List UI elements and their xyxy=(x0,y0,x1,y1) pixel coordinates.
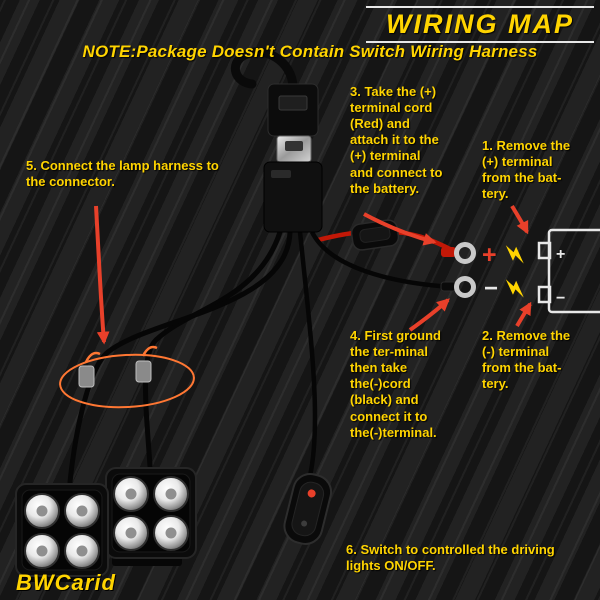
pointer-arrows xyxy=(94,204,532,345)
positive-wire xyxy=(317,230,355,243)
arrow-step4 xyxy=(408,298,450,332)
connector-plug xyxy=(135,360,152,383)
lightning-bolt-icon xyxy=(505,279,524,298)
connector-highlight-ellipse xyxy=(59,353,195,409)
negative-symbol: − xyxy=(484,275,498,302)
brand-text: BWCarid xyxy=(16,570,116,595)
step-2-text: 2. Remove the (-) terminal from the bat-… xyxy=(482,328,571,392)
step-6-text: 6. Switch to controlled the driving ligh… xyxy=(346,542,555,574)
connector-plug xyxy=(78,365,95,388)
battery-positive-symbol: + xyxy=(556,246,565,263)
switch-wire xyxy=(297,229,318,479)
arrow-step3 xyxy=(363,212,437,246)
arrow-step5 xyxy=(94,205,110,345)
ring-terminal-negative-icon xyxy=(440,276,476,298)
lamp-wire-left xyxy=(67,229,293,485)
connector-terminal-mark xyxy=(141,345,158,357)
fuse-holder xyxy=(350,219,400,251)
input-cable xyxy=(230,47,298,93)
positive-symbol: + xyxy=(482,241,497,269)
lamp-wire-right xyxy=(143,229,283,469)
ring-terminal-positive-icon xyxy=(441,242,476,264)
step-1-text: 1. Remove the (+) terminal from the bat-… xyxy=(482,138,571,202)
led-pod-2 xyxy=(105,467,197,566)
led-pod-1 xyxy=(15,483,109,582)
arrow-step1 xyxy=(510,204,529,235)
switch-indicator-light xyxy=(307,489,316,498)
step-3-text: 3. Take the (+) terminal cord (Red) and … xyxy=(350,84,443,196)
relay-module xyxy=(263,83,323,233)
arrow-step2 xyxy=(515,301,532,327)
step-4-text: 4. First ground the ter-minal then take … xyxy=(350,328,441,440)
step-5-text: 5. Connect the lamp harness to the conne… xyxy=(26,158,219,190)
lightning-bolt-icon xyxy=(505,245,524,264)
power-switch xyxy=(283,473,333,545)
ground-wire xyxy=(309,230,453,290)
note-text: NOTE:Package Doesn't Contain Switch Wiri… xyxy=(82,42,538,61)
connector-terminal-mark xyxy=(84,351,101,363)
battery xyxy=(537,228,600,314)
battery-negative-symbol: − xyxy=(556,290,565,307)
page-title: WIRING MAP xyxy=(366,6,594,44)
